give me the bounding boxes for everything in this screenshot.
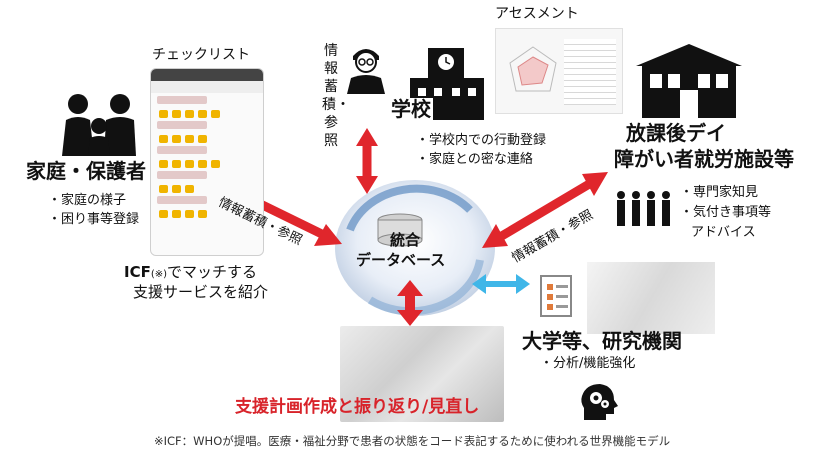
university-bullet-1: ・分析/機能強化 (540, 356, 636, 371)
university-title: 大学等、研究機関 (522, 329, 682, 353)
head-gears-icon (581, 384, 618, 420)
family-bullet-2: ・困り事等登録 (48, 212, 140, 227)
teacher-icon (347, 49, 385, 94)
school-bullet-2: ・家庭との密な連絡 (416, 152, 533, 167)
icf-match-text: でマッチする (167, 263, 258, 281)
research-photo (587, 262, 715, 334)
support-plan-caption: 支援計画作成と振り返り/見直し (235, 397, 480, 417)
assessment-table-thumbnail (564, 39, 616, 105)
db-label-line2: データベース (356, 251, 446, 269)
phone-status-bar (151, 69, 263, 81)
checklist-title: チェックリスト (152, 47, 250, 63)
radar-chart-thumbnail (509, 46, 557, 92)
family-icon (62, 94, 136, 156)
family-title: 家庭・保護者 (26, 159, 146, 183)
arrow-db-afterschool (482, 172, 608, 248)
afterschool-bullet-3: アドバイス (691, 225, 756, 240)
document-icon (540, 275, 572, 317)
icf-line1: ICF(※)でマッチする (124, 263, 258, 281)
afterschool-bullet-1: ・専門家知見 (680, 185, 759, 200)
school-title: 学校 (389, 97, 433, 121)
icf-term: ICF (124, 263, 151, 281)
family-bullet-1: ・家庭の様子 (48, 193, 127, 208)
icf-note-mark: (※) (150, 269, 168, 280)
people-group-icon (617, 191, 670, 226)
support-plan-photo (340, 326, 504, 422)
database-circle (335, 180, 495, 316)
info-label-vertical: 情報蓄積・参照 (322, 43, 350, 149)
icf-line2: 支援サービスを紹介 (133, 283, 269, 301)
afterschool-title-2: 障がい者就労施設等 (614, 147, 794, 171)
assessment-sheet-thumbnail (495, 28, 623, 114)
school-bullet-1: ・学校内での行動登録 (416, 133, 547, 148)
arrow-db-university (472, 274, 530, 294)
assessment-title: アセスメント (495, 6, 579, 22)
checklist-phone-mockup (150, 68, 264, 256)
afterschool-bullet-2: ・気付き事項等 (680, 205, 772, 220)
afterschool-title-1: 放課後デイ (626, 121, 726, 145)
arrow-school-db (356, 128, 378, 194)
db-label-line1: 統合 (390, 231, 421, 249)
database-icon (377, 213, 423, 247)
arrow-db-plan (397, 280, 423, 326)
phone-header (151, 81, 263, 93)
icf-footnote: ※ICF：WHOが提唱。医療・福祉分野で患者の状態をコード表記するために使われる… (154, 434, 671, 448)
afterschool-building-icon (636, 44, 742, 118)
